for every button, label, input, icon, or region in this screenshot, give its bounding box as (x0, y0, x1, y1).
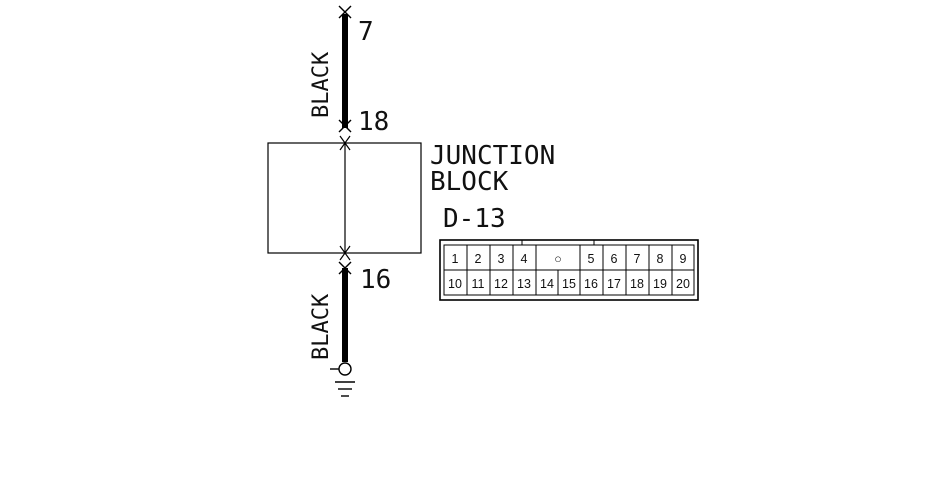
pin-13: 13 (517, 277, 531, 291)
lower-wire-color-label: BLACK (309, 293, 334, 360)
pin-15: 15 (562, 277, 576, 291)
pin-20: 20 (676, 277, 690, 291)
terminal-18-label: 18 (358, 107, 389, 137)
connector-id-label: D-13 (443, 204, 506, 234)
pin-blank-marker: ○ (554, 252, 562, 266)
pin-16: 16 (584, 277, 598, 291)
pin-11: 11 (472, 277, 485, 291)
pin-2: 2 (475, 252, 482, 266)
terminal-7-label: 7 (358, 17, 374, 47)
junction-exit-mark (339, 245, 351, 261)
ground-icon (330, 362, 355, 397)
pin-14: 14 (540, 277, 554, 291)
pin-8: 8 (657, 252, 664, 266)
pin-3: 3 (498, 252, 505, 266)
pin-17: 17 (607, 277, 621, 291)
pin-1: 1 (452, 252, 459, 266)
connector-face (439, 239, 699, 301)
junction-entry-mark (339, 135, 351, 151)
upper-wire-color-label: BLACK (309, 51, 334, 118)
terminal-18-mark (338, 119, 352, 133)
pin-10: 10 (448, 277, 462, 291)
pin-4: 4 (521, 252, 528, 266)
pin-6: 6 (611, 252, 618, 266)
pin-5: 5 (588, 252, 595, 266)
pin-9: 9 (680, 252, 687, 266)
pin-18: 18 (630, 277, 644, 291)
terminal-16-mark (338, 261, 352, 275)
junction-block-title-line2: BLOCK (430, 167, 509, 197)
pin-12: 12 (494, 277, 508, 291)
pin-19: 19 (653, 277, 667, 291)
pin-7: 7 (634, 252, 641, 266)
terminal-7-mark (338, 5, 352, 19)
terminal-16-label: 16 (360, 265, 391, 295)
junction-block-title-line1: JUNCTION (430, 141, 555, 171)
